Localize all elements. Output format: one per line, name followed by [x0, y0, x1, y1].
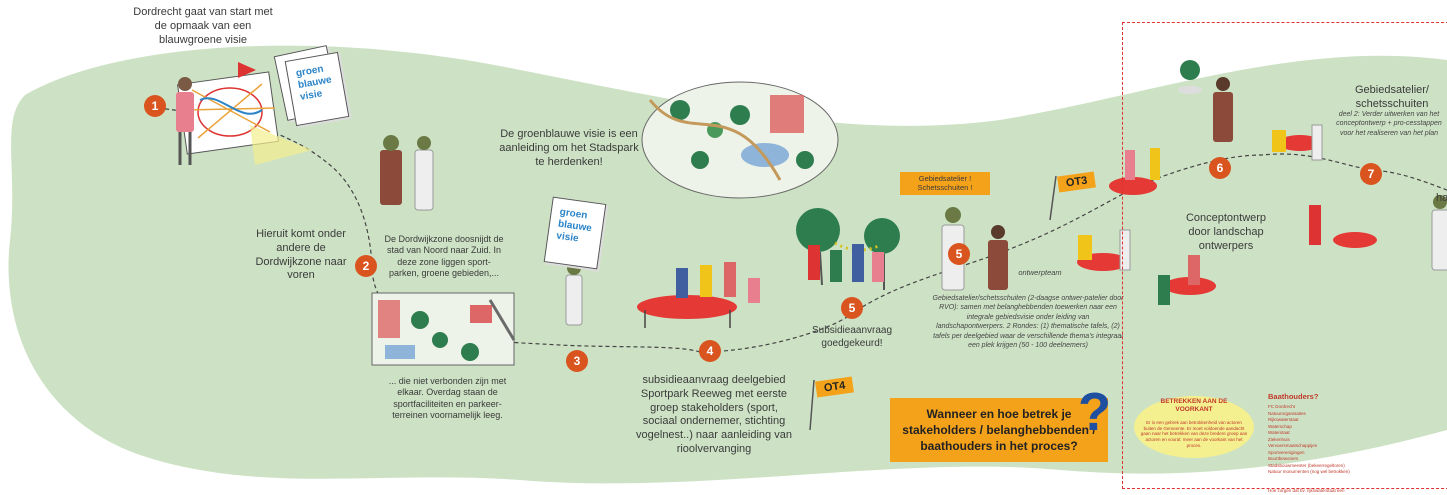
- baat-item: FC Dordrecht: [1268, 404, 1296, 409]
- edge-text: ha: [1436, 192, 1447, 204]
- baat-item: Stadsbouwmeester (bekeerregeltoren): [1268, 462, 1345, 468]
- table: [637, 295, 737, 319]
- question-mark-icon: ?: [1078, 382, 1111, 442]
- table: [1278, 135, 1322, 151]
- baat-item: Natuur monumenten (nog wel betrokken): [1268, 469, 1350, 475]
- step5-detail: Gebiedsatelier/schetsschuiten (2-daagse …: [932, 295, 1124, 350]
- panel-body: Er is een gebrek aan betrokkenheid van a…: [1140, 420, 1248, 448]
- baat-item: Waterstaat: [1268, 430, 1290, 436]
- binocular-beam: [250, 125, 312, 165]
- panel-footer: Hoe zorgen dat bv. rijkswaterstaat een: [1268, 488, 1345, 493]
- vision-card-2: groen blauwe visie: [543, 196, 607, 270]
- tree: [796, 208, 840, 252]
- step-number-1: 1: [144, 95, 166, 117]
- step7-title: Gebiedsatelier/ schetsschuiten: [1355, 84, 1429, 110]
- table: [1333, 232, 1377, 248]
- ontwerpteam-label: ontwerpteam: [1018, 268, 1062, 277]
- baat-item: Vervoersmaatschappijen: [1268, 443, 1318, 449]
- panel-oval: [1134, 396, 1254, 458]
- step5-sign: Gebiedsatelier ! Schetsschuiten !: [900, 172, 990, 195]
- step3-text: De groenblauwe visie is een aanleiding o…: [499, 128, 639, 168]
- question-box: Wanneer en hoe betrek je stakeholders / …: [890, 398, 1108, 462]
- step-number-7: 7: [1360, 163, 1382, 185]
- tree: [864, 218, 900, 254]
- baat-item: Ziekenhuis: [1268, 436, 1290, 442]
- baat-item: Sportverenigingen: [1268, 449, 1305, 455]
- tree: [1180, 60, 1200, 80]
- step5-text: Subsidieaanvraag goedgekeurd!: [811, 325, 893, 349]
- step-number-5b: 5: [948, 243, 970, 265]
- step2-text: Hieruit komt onder andere de Dordwijkzon…: [255, 228, 347, 282]
- step2-detail: De Dordwijkzone doosnijdt de stad van No…: [384, 234, 504, 278]
- step6-text: Conceptontwerp door landschap ontwerpers: [1185, 212, 1267, 252]
- step-number-6: 6: [1209, 157, 1231, 179]
- step-number-3: 3: [566, 350, 588, 372]
- step1-text: Dordrecht gaat van start met de opmaak v…: [133, 6, 273, 46]
- step4-text: subsidieaanvraag deelgebied Sportpark Re…: [636, 374, 792, 455]
- question-text: Wanneer en hoe betrek je stakeholders / …: [902, 406, 1096, 454]
- step-number-5a: 5: [841, 297, 863, 319]
- baat-title: Baathouders?: [1268, 392, 1319, 401]
- baat-item: Waterschap: [1268, 423, 1292, 429]
- baat-item: Natuurorganisaties: [1268, 410, 1306, 416]
- panel-title: BETREKKEN AAN DE VOORKANT: [1160, 398, 1228, 414]
- dashed-frame: [1122, 22, 1447, 489]
- baat-list: FC Dordrecht Natuurorganisaties Rijkswat…: [1268, 404, 1388, 476]
- step7-detail: deel 2: Verder uitwerken van het concept…: [1336, 111, 1442, 137]
- step2-detail2: ... die niet verbonden zijn met elkaar. …: [388, 376, 507, 420]
- vision-card: groen blauwe visie: [284, 51, 350, 127]
- step-number-4: 4: [699, 340, 721, 362]
- table: [1109, 177, 1157, 195]
- process-route: [157, 107, 1447, 353]
- table: [1164, 277, 1216, 295]
- step-number-2: 2: [355, 255, 377, 277]
- baat-item: Rijkswaterstaat: [1268, 417, 1299, 423]
- baat-item: Buurtbewoners: [1268, 456, 1299, 462]
